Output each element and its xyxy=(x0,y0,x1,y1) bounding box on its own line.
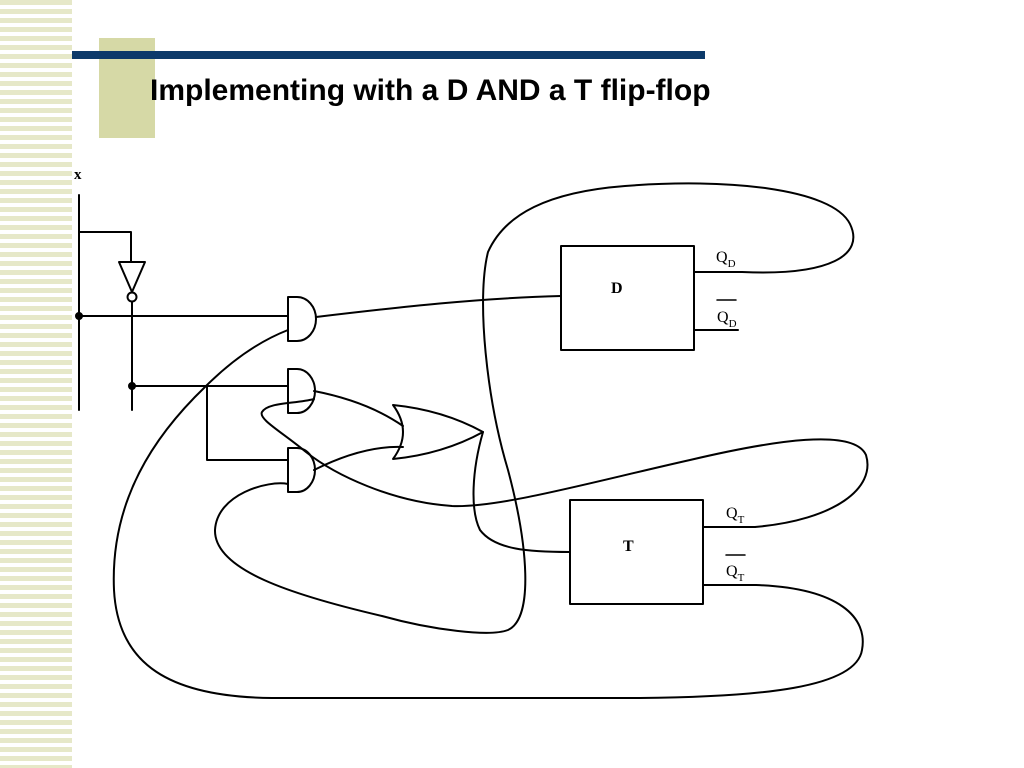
wire-feedback-qtbar xyxy=(112,329,864,700)
d-flipflop-label: D xyxy=(611,280,623,297)
or-gate xyxy=(392,404,484,460)
inverter-bubble xyxy=(126,291,138,303)
wire-feedback-qd xyxy=(213,182,855,634)
slide-title: Implementing with a D AND a T flip-flop xyxy=(150,74,711,107)
qdbar-output-label: QD xyxy=(717,309,737,330)
and-gate-1 xyxy=(287,296,317,342)
and-gate-2 xyxy=(287,368,316,414)
wire-or-to-t xyxy=(472,431,571,553)
title-accent-bar xyxy=(72,51,705,59)
qd-output-label: QD xyxy=(716,249,736,270)
wire-and1-to-d xyxy=(315,295,562,318)
wire-feedback-qt xyxy=(260,398,869,528)
wire-and2-to-or xyxy=(313,390,404,427)
qt-output-label: QT xyxy=(726,505,745,526)
inverter-gate xyxy=(118,261,146,293)
t-flipflop-box xyxy=(569,499,704,605)
qtbar-output-label: QT xyxy=(726,563,745,584)
t-flipflop-label: T xyxy=(623,538,634,555)
wire-to-inverter xyxy=(78,231,132,263)
d-flipflop-box xyxy=(560,245,695,351)
decorative-stripes xyxy=(0,0,72,768)
wire-xbar-to-and3 xyxy=(206,385,289,461)
input-x-label: x xyxy=(74,167,82,183)
